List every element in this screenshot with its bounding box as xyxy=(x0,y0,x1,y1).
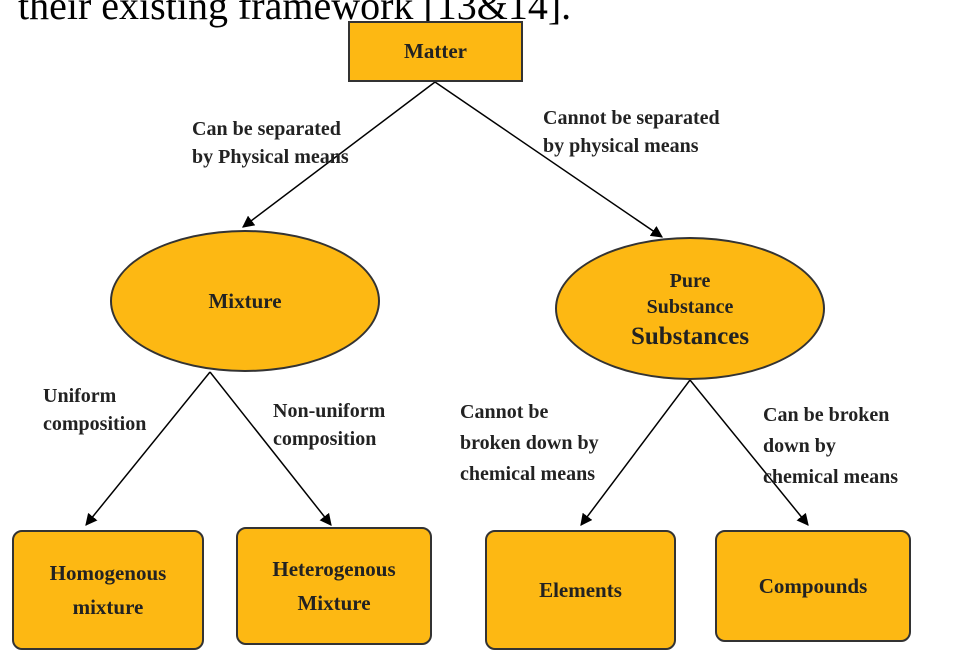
edge-label-chemical: Can be broken down by chemical means xyxy=(763,404,898,488)
node-homogenous-mixture: Homogenous mixture xyxy=(12,530,204,650)
node-pure-substance-label: Pure Substance Substances xyxy=(631,242,749,376)
edge-label-physical: Can be separated by Physical means xyxy=(192,118,349,168)
node-compounds: Compounds xyxy=(715,530,911,642)
edge-label-uniform: Uniform composition xyxy=(43,385,147,435)
node-heterogenous-mixture: Heterogenous Mixture xyxy=(236,527,432,645)
node-pure-substance-line1: Pure Substance xyxy=(646,269,734,318)
edge-mixture-homogenous xyxy=(85,371,211,526)
node-homogenous-label: Homogenous mixture xyxy=(49,561,167,619)
node-mixture-label: Mixture xyxy=(208,288,282,313)
node-heterogenous-label: Heterogenous Mixture xyxy=(272,557,396,615)
edge-label-not-chemical: Cannot be broken down by chemical means xyxy=(460,401,599,485)
edge-mixture-heterogenous xyxy=(209,371,332,526)
node-compounds-label: Compounds xyxy=(758,573,868,598)
node-mixture: Mixture xyxy=(110,230,380,372)
edge-matter-mixture xyxy=(242,81,436,228)
edge-pure-elements xyxy=(580,379,691,526)
edge-matter-pure xyxy=(434,81,663,238)
edge-pure-compounds xyxy=(689,379,809,526)
node-pure-substance-line2: Substances xyxy=(630,322,750,350)
edge-label-not-physical: Cannot be separated by physical means xyxy=(543,107,720,157)
node-matter-label: Matter xyxy=(404,39,467,63)
edge-label-non-uniform: Non-uniform composition xyxy=(273,400,386,450)
node-matter: Matter xyxy=(348,21,523,82)
node-pure-substance: Pure Substance Substances xyxy=(555,237,825,380)
node-elements: Elements xyxy=(485,530,676,650)
node-elements-label: Elements xyxy=(539,577,622,602)
